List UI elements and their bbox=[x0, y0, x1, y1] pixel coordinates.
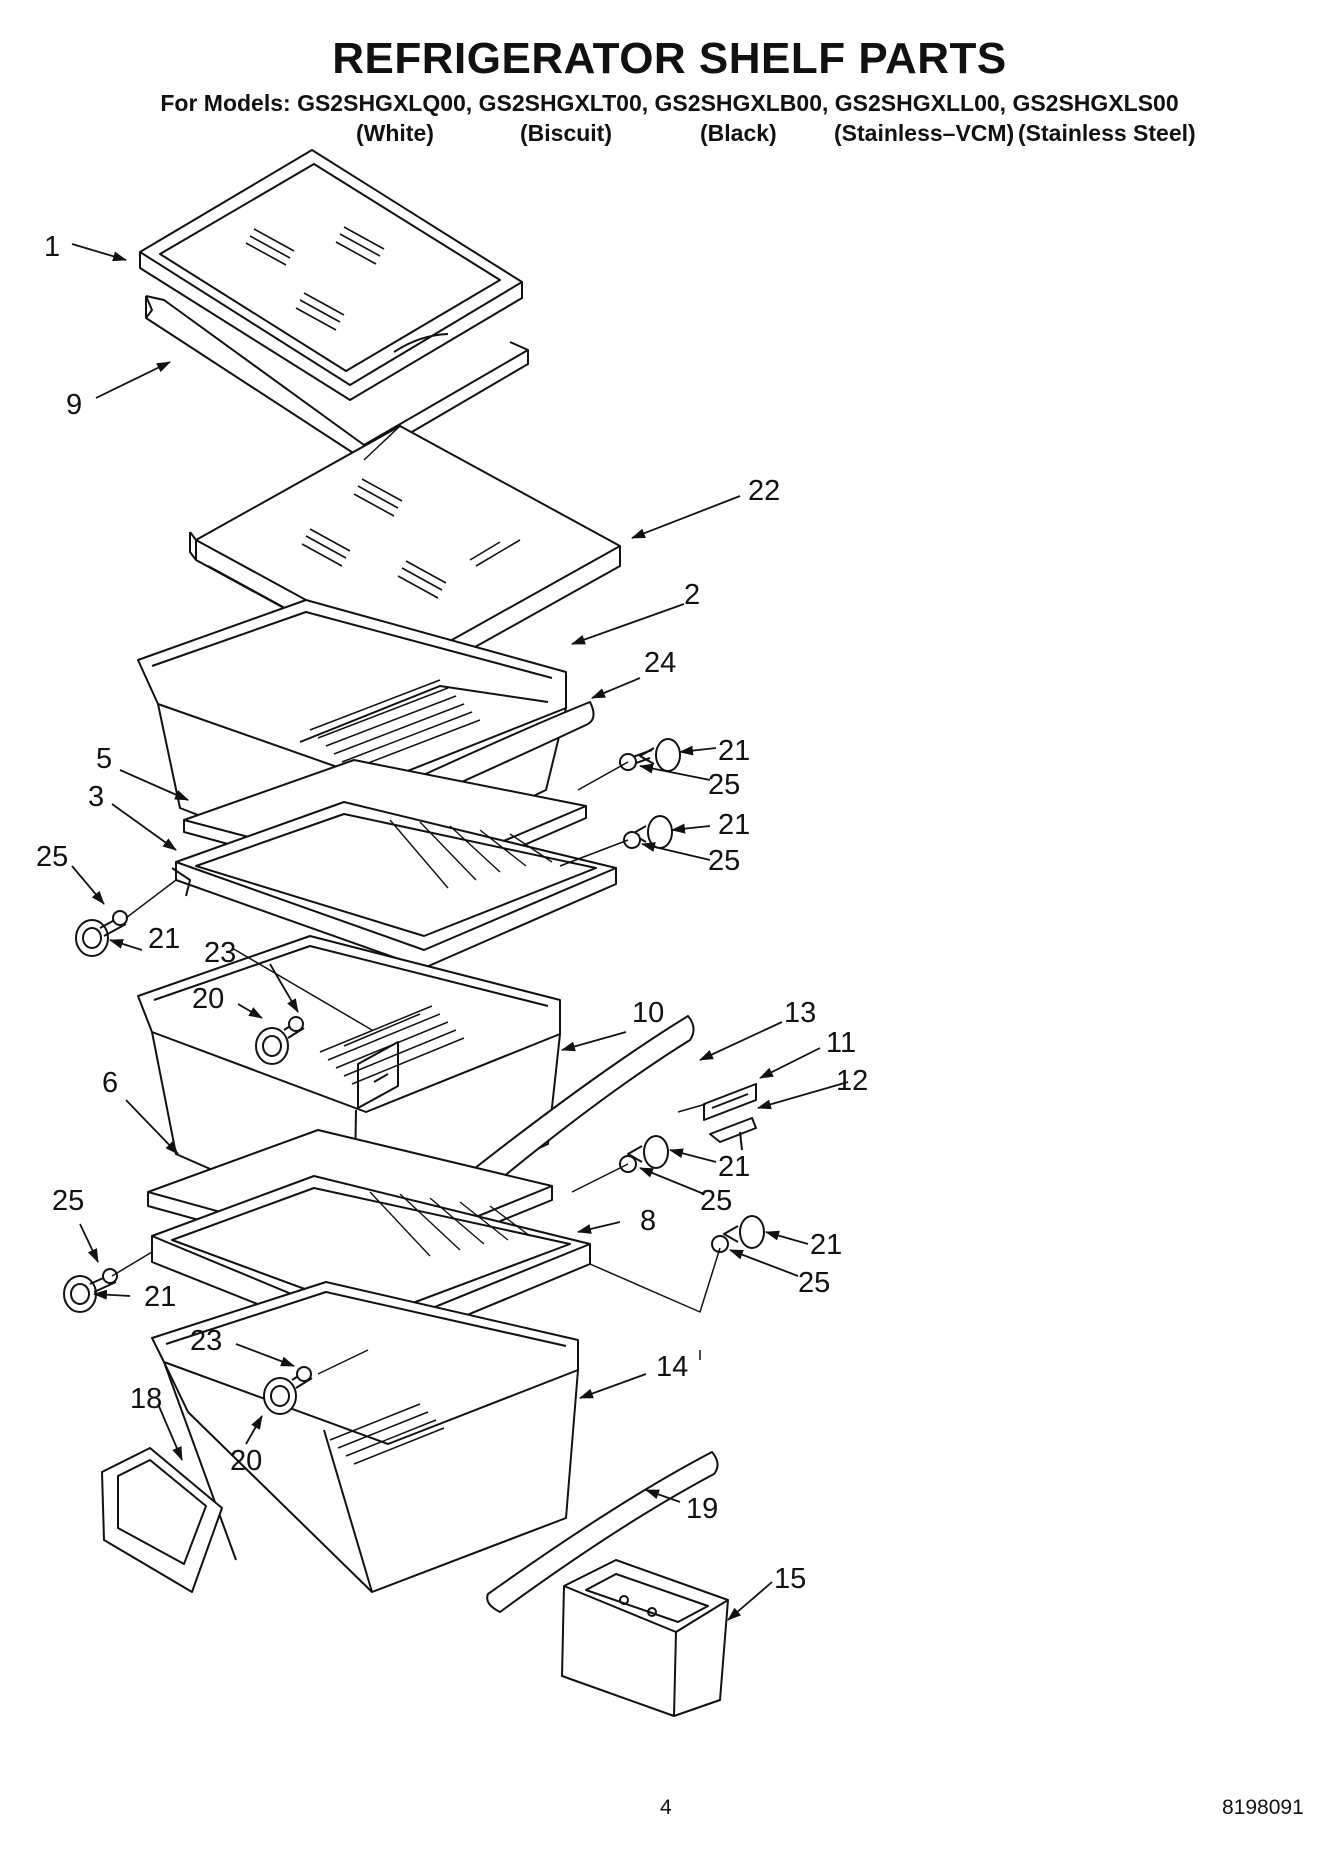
callout-9: 9 bbox=[66, 389, 82, 421]
page-number: 4 bbox=[660, 1796, 672, 1819]
knob-20-b bbox=[263, 1377, 297, 1415]
callout-23-b: 23 bbox=[190, 1325, 222, 1357]
callout-24: 24 bbox=[644, 647, 676, 679]
callout-20-a: 20 bbox=[192, 983, 224, 1015]
callout-20-b: 20 bbox=[230, 1445, 262, 1477]
knob-21-f bbox=[63, 1275, 97, 1313]
callout-numbers: 1 9 22 2 24 21 25 5 3 21 25 25 21 23 20 … bbox=[36, 231, 868, 1595]
callout-25-f: 25 bbox=[52, 1185, 84, 1217]
variant-label-stainless-steel: (Stainless Steel) bbox=[1018, 120, 1196, 146]
models-line: For Models: GS2SHGXLQ00, GS2SHGXLT00, GS… bbox=[160, 90, 1179, 116]
callout-21-c: 21 bbox=[148, 923, 180, 955]
screw-25-a bbox=[619, 749, 653, 771]
callout-18: 18 bbox=[130, 1383, 162, 1415]
callout-25-b: 25 bbox=[708, 845, 740, 877]
callout-13: 13 bbox=[784, 997, 816, 1029]
callout-25-c: 25 bbox=[36, 841, 68, 873]
callout-21-f: 21 bbox=[144, 1281, 176, 1313]
callout-8: 8 bbox=[640, 1205, 656, 1237]
document-number: 8198091 bbox=[1222, 1796, 1304, 1819]
callout-2: 2 bbox=[684, 579, 700, 611]
variant-label-biscuit: (Biscuit) bbox=[520, 120, 612, 146]
callout-6: 6 bbox=[102, 1067, 118, 1099]
callout-1: 1 bbox=[44, 231, 60, 263]
knob-21-d bbox=[627, 1135, 669, 1169]
part-14-deli-drawer bbox=[151, 1281, 579, 1593]
callout-3: 3 bbox=[88, 781, 104, 813]
part-10-crisper-drawer bbox=[137, 935, 561, 1233]
callout-15: 15 bbox=[774, 1563, 806, 1595]
callout-leaders bbox=[71, 243, 849, 1621]
screw-25-b bbox=[623, 831, 641, 849]
variant-label-stainless-vcm: (Stainless–VCM) bbox=[834, 120, 1015, 146]
callout-25-a: 25 bbox=[708, 769, 740, 801]
callout-21-a: 21 bbox=[718, 735, 750, 767]
callout-23-a: 23 bbox=[204, 937, 236, 969]
knob-21-c bbox=[75, 919, 109, 957]
part-11-bracket bbox=[703, 1083, 757, 1121]
screw-23-b bbox=[291, 1366, 313, 1389]
callout-21-d: 21 bbox=[718, 1151, 750, 1183]
callout-22: 22 bbox=[748, 475, 780, 507]
callout-19: 19 bbox=[686, 1493, 718, 1525]
part-3-cover-frame bbox=[171, 801, 617, 969]
assembly-guide-lines bbox=[111, 425, 721, 1375]
knob-21-e bbox=[723, 1215, 765, 1249]
callout-25-d: 25 bbox=[700, 1185, 732, 1217]
screw-23-a bbox=[283, 1016, 305, 1039]
callout-5: 5 bbox=[96, 743, 112, 775]
part-12-clip bbox=[709, 1117, 757, 1151]
callout-14: 14 bbox=[656, 1351, 688, 1383]
part-18-insert bbox=[101, 1447, 223, 1593]
callout-21-e: 21 bbox=[810, 1229, 842, 1261]
part-19-rail bbox=[486, 1451, 719, 1613]
screw-25-c bbox=[99, 910, 128, 937]
variant-label-white: (White) bbox=[356, 120, 434, 146]
knob-21-a bbox=[639, 738, 681, 772]
callout-25-e: 25 bbox=[798, 1267, 830, 1299]
part-15-bin bbox=[561, 1559, 729, 1717]
callout-21-b: 21 bbox=[718, 809, 750, 841]
screw-25-e bbox=[711, 1235, 729, 1253]
callout-10: 10 bbox=[632, 997, 664, 1029]
part-1-glass-shelf bbox=[139, 149, 523, 401]
variant-label-black: (Black) bbox=[700, 120, 777, 146]
knob-20-a bbox=[255, 1027, 289, 1065]
page-title: REFRIGERATOR SHELF PARTS bbox=[332, 34, 1007, 83]
callout-11: 11 bbox=[826, 1027, 856, 1059]
callout-12: 12 bbox=[836, 1065, 868, 1097]
